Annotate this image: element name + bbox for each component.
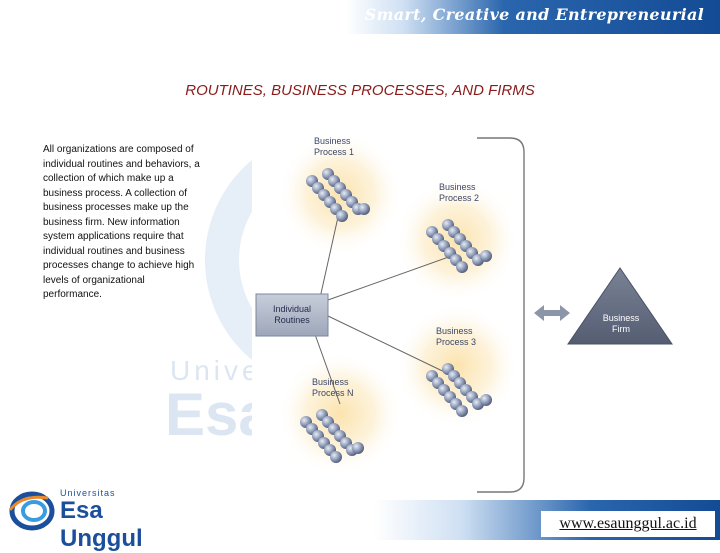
logo-name: Esa Unggul bbox=[60, 497, 143, 552]
double-arrow-icon bbox=[534, 305, 570, 321]
esa-unggul-logo: Universitas Esa Unggul bbox=[8, 488, 188, 552]
logo-universitas: Universitas bbox=[60, 488, 116, 498]
process-n-glow bbox=[278, 352, 402, 476]
slide-body-text: All organizations are composed of indivi… bbox=[43, 144, 200, 300]
watermark-text-1: Unive bbox=[170, 355, 262, 386]
process-3-beads bbox=[426, 363, 492, 417]
process-1-beads bbox=[306, 168, 370, 222]
website-link[interactable]: www.esaunggul.ac.id bbox=[541, 511, 715, 537]
slide-title: ROUTINES, BUSINESS PROCESSES, AND FIRMS bbox=[185, 82, 535, 99]
individual-routines-box bbox=[255, 293, 329, 337]
logo-swirl-icon bbox=[8, 491, 55, 531]
header-banner: Smart, Creative and Entrepreneurial bbox=[0, 0, 720, 34]
process-2-beads bbox=[426, 219, 492, 273]
bracket-line bbox=[477, 137, 525, 493]
tagline: Smart, Creative and Entrepreneurial bbox=[364, 5, 704, 24]
business-firm-triangle bbox=[567, 267, 673, 345]
process-n-beads bbox=[300, 409, 364, 463]
